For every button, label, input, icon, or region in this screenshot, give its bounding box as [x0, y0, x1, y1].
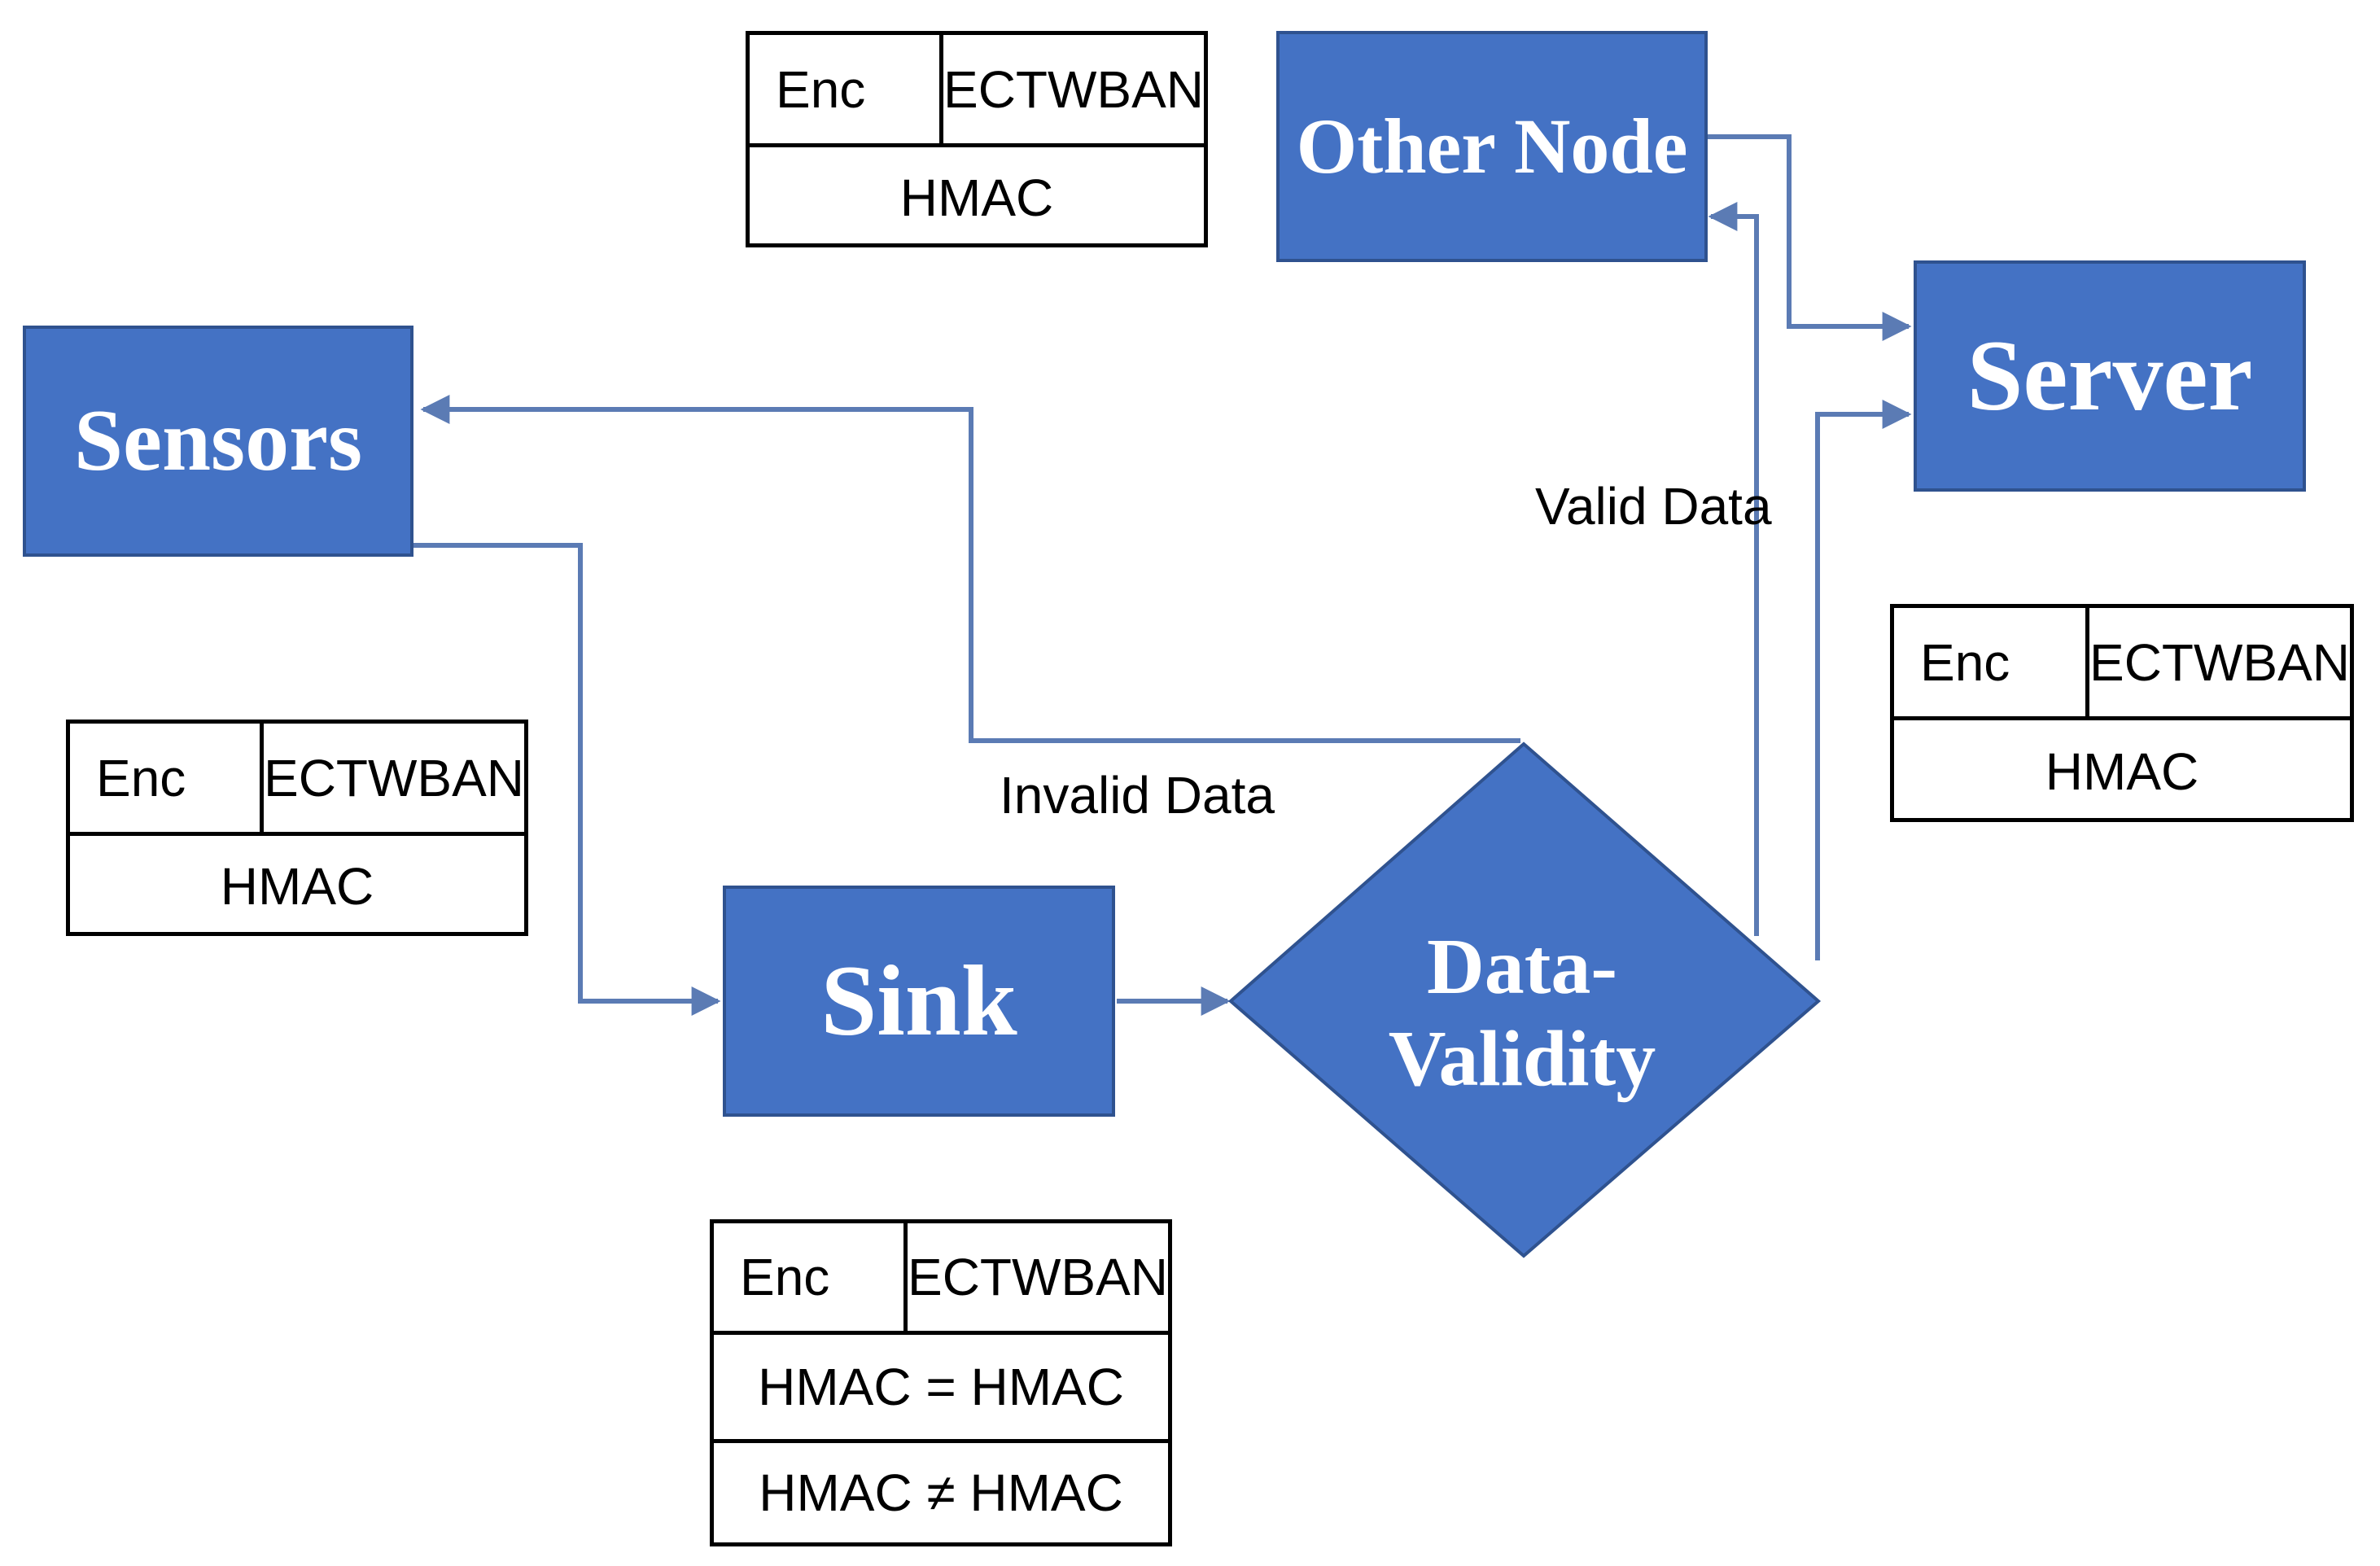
sink-box: Sink [723, 886, 1115, 1117]
hmac-field: HMAC [2045, 741, 2199, 801]
key-field: ECTWBAN [908, 1248, 1168, 1306]
valid-to-other-node-arrow [1708, 202, 1759, 936]
sensors-box: Sensors [23, 326, 413, 557]
key-field: ECTWBAN [943, 59, 1204, 119]
key-field: ECTWBAN [264, 748, 524, 807]
sensors-label: Sensors [73, 392, 363, 490]
hmac-mismatch-field: HMAC ≠ HMAC [759, 1463, 1123, 1522]
sink-label: Sink [820, 944, 1017, 1056]
validity-to-server-arrow [1815, 400, 1912, 960]
other-node-to-server-arrow [1707, 134, 1912, 341]
data-validity-label: Data- Validity [1388, 923, 1656, 1103]
packet-record-left: Enc ECTWBAN HMAC [66, 720, 528, 936]
enc-field: Enc [750, 35, 943, 143]
packet-record-top: Enc ECTWBAN HMAC [746, 31, 1208, 247]
key-field: ECTWBAN [2089, 632, 2350, 692]
other-node-box: Other Node [1276, 31, 1708, 262]
packet-record-right: Enc ECTWBAN HMAC [1890, 604, 2354, 822]
server-box: Server [1914, 260, 2306, 492]
enc-field: Enc [1894, 608, 2089, 716]
hmac-field: HMAC [220, 856, 374, 916]
sensors-to-sink-arrow [413, 543, 721, 1016]
other-node-label: Other Node [1296, 102, 1688, 190]
hmac-match-field: HMAC = HMAC [758, 1358, 1124, 1416]
packet-record-sink: Enc ECTWBAN HMAC = HMAC HMAC ≠ HMAC [710, 1219, 1172, 1546]
invalid-to-sensors-arrow [420, 395, 1520, 743]
server-label: Server [1967, 319, 2253, 431]
hmac-field: HMAC [899, 168, 1054, 227]
valid-data-label: Valid Data [1535, 477, 1772, 536]
data-validity-diamond [1227, 741, 1822, 1258]
enc-field: Enc [70, 724, 264, 832]
invalid-data-label: Invalid Data [1000, 766, 1275, 825]
enc-field: Enc [714, 1223, 908, 1331]
